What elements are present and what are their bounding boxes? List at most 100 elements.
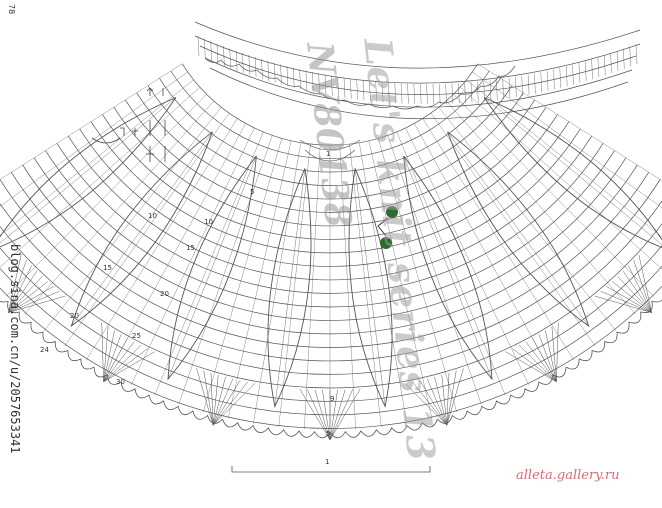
radial-line: [368, 140, 433, 419]
fan-spoke: [446, 370, 457, 426]
fan-spoke: [8, 275, 43, 313]
fan-spoke: [196, 368, 214, 426]
band-tick: [331, 75, 333, 96]
fan-spoke: [8, 291, 60, 313]
band-tick: [394, 83, 396, 104]
row-number: 20: [160, 290, 169, 298]
leaf-vein: [483, 97, 662, 245]
band-tick: [566, 66, 568, 87]
fan-spoke: [617, 275, 652, 313]
fan-spoke: [611, 281, 652, 313]
fan-spoke: [299, 388, 331, 441]
band-tick: [312, 71, 314, 93]
leaf-vein: [167, 155, 257, 380]
fan-spoke: [212, 381, 248, 426]
band-tick: [432, 84, 435, 105]
fan-spoke: [518, 344, 557, 383]
fan-spoke: [329, 389, 353, 441]
band-tick: [299, 69, 301, 90]
leaf-vein: [354, 168, 386, 407]
fan-spoke: [210, 372, 214, 426]
fan-spoke: [103, 351, 155, 383]
radial-line: [459, 86, 662, 270]
band-tick: [293, 67, 295, 88]
fan-spoke: [551, 326, 557, 382]
band-tick: [477, 81, 479, 102]
row-number: 5: [250, 188, 255, 196]
radial-line: [304, 144, 321, 430]
band-tick: [388, 82, 390, 103]
fan-spoke: [8, 295, 66, 313]
radial-line: [349, 143, 382, 428]
leaf-vein: [71, 131, 213, 327]
row-number: 10: [204, 218, 213, 226]
band-tick: [597, 57, 600, 78]
band-tick: [400, 83, 403, 104]
leaf-motif: [403, 155, 493, 381]
band-tick: [197, 35, 200, 57]
row-number: 10: [148, 212, 157, 220]
band-tick: [210, 41, 212, 62]
fan-spoke: [329, 388, 361, 441]
radial-line: [446, 100, 636, 315]
radial-line: [477, 63, 662, 181]
row-number: 1: [325, 458, 330, 466]
band-tick: [350, 78, 352, 99]
round-arc: [0, 244, 662, 402]
fan-spoke: [322, 389, 331, 441]
band-tick: [559, 67, 561, 88]
fan-spoke: [446, 372, 450, 426]
radial-line: [24, 100, 214, 315]
radial-line: [472, 71, 662, 208]
band-tick: [572, 64, 574, 85]
band-tick: [610, 53, 612, 74]
fan-spoke: [556, 322, 559, 382]
radial-line: [430, 112, 596, 347]
band-tick: [527, 74, 530, 95]
bead-markers: [377, 206, 398, 249]
row-number: 5: [326, 430, 331, 438]
band-tick: [267, 60, 269, 81]
radial-line: [253, 142, 301, 424]
fan-spoke: [412, 381, 448, 426]
radial-line: [131, 127, 255, 385]
radial-line: [178, 135, 273, 405]
fan-spoke: [212, 374, 219, 426]
band-tick: [235, 50, 238, 71]
fan-spoke: [426, 378, 448, 426]
fan-spoke: [212, 383, 256, 426]
radial-line: [203, 138, 282, 413]
stitch-legend: [91, 87, 166, 162]
radial-line: [154, 131, 264, 396]
row-number: 24: [40, 346, 49, 354]
band-tick: [369, 81, 371, 102]
fan-spoke: [103, 330, 115, 382]
fan-spoke: [103, 334, 122, 382]
band-tick: [635, 43, 638, 65]
radial-line: [359, 142, 407, 424]
page-number: 78: [7, 4, 16, 15]
source-url-watermark: blog.sina.com.cn/u/2057653341: [8, 244, 22, 454]
leaf-motif: [167, 155, 257, 381]
band-tick: [534, 73, 536, 94]
band-tick: [242, 52, 244, 73]
fan-spoke: [103, 348, 148, 383]
band-tick: [508, 77, 511, 98]
leaf-vein: [447, 131, 589, 327]
fan-spoke: [101, 322, 104, 382]
band-tick: [591, 59, 593, 80]
band-tick: [502, 78, 504, 99]
band-tick: [464, 82, 466, 103]
fan-spoke: [505, 351, 557, 383]
top-fan-motif: [299, 139, 361, 162]
radial-line: [0, 63, 183, 180]
radial-line: [453, 94, 655, 297]
fan-spoke: [606, 286, 652, 313]
band-tick: [375, 81, 377, 102]
fan-spoke: [628, 265, 652, 313]
band-tick: [248, 54, 250, 76]
fan-spoke: [103, 341, 135, 383]
radial-line: [64, 112, 230, 347]
radial-line: [0, 86, 201, 268]
band-tick: [439, 83, 441, 105]
